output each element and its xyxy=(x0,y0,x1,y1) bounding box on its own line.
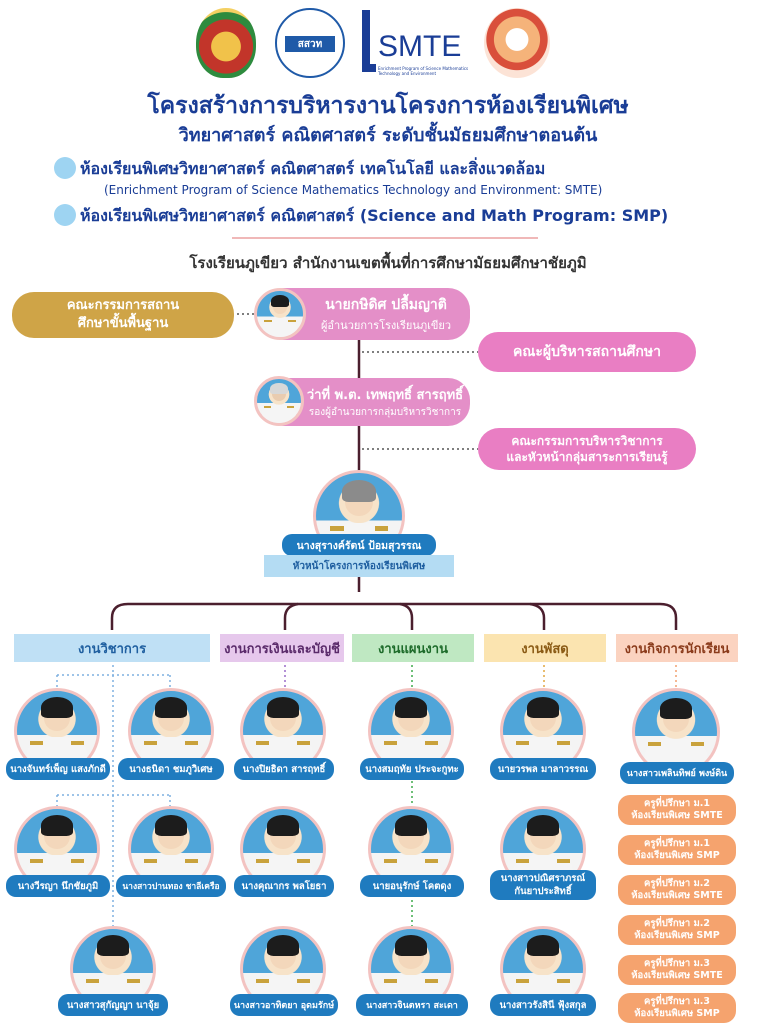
main-title-line2: วิทยาศาสตร์ คณิตศาสตร์ ระดับชั้นมัธยมศึก… xyxy=(178,125,598,146)
advisor-label-line2: ห้องเรียนพิเศษ SMP xyxy=(634,850,720,861)
advisor-label-line1: ครูที่ปรึกษา ม.1 xyxy=(644,798,710,809)
school-administrators-label: คณะผู้บริหารสถานศึกษา xyxy=(513,343,661,360)
school-subtitle: โรงเรียนภูเขียว สำนักงานเขตพื้นที่การศึก… xyxy=(189,254,587,272)
smte-logo-caption: Enrichment Program of Science Mathematic… xyxy=(378,66,469,76)
staff-name-academic-5: นางสาวสุกัญญา นาจุ้ย xyxy=(58,994,168,1016)
smte-logo: SMTE Enrichment Program of Science Mathe… xyxy=(362,10,474,78)
staff-name-planning-2: นายอนุรักษ์ โคตดุง xyxy=(360,875,464,897)
academic-committee-box: คณะกรรมการบริหารวิชาการ และหัวหน้ากลุ่มส… xyxy=(478,428,696,470)
staff-name-planning-1: นางสมฤทัย ประจะกูทะ xyxy=(360,758,464,780)
deputy-name: ว่าที่ พ.ต. เทพฤทธิ์ สารฤทธิ์ xyxy=(306,388,464,403)
program-head-name: นางสุรางค์รัตน์ ป้อมสุวรรณ xyxy=(282,534,436,556)
staff-name-supply-2: นางสาวปณิศราภรณ์ กันยาประสิทธิ์ xyxy=(490,870,596,900)
director-role: ผู้อำนวยการโรงเรียนภูเขียว xyxy=(320,319,452,332)
director-photo xyxy=(254,288,306,340)
staff-name-supply-2-line2: กันยาประสิทธิ์ xyxy=(514,886,572,897)
staff-name-supply-1: นายวรพล มาลาวรรณ xyxy=(490,758,596,780)
staff-name-finance-2: นางคุณากร พลโยธา xyxy=(234,875,334,897)
title-divider xyxy=(232,237,538,239)
staff-name-academic-1: นางจันทร์เพ็ญ แสงภักดี xyxy=(6,758,110,780)
dept-supply: งานพัสดุ xyxy=(484,634,606,662)
dept-student-affairs: งานกิจการนักเรียน xyxy=(616,634,738,662)
advisor-label-line1: ครูที่ปรึกษา ม.2 xyxy=(644,918,710,929)
staff-name-finance-1: นางปิยธิดา สารฤทธิ์ xyxy=(234,758,334,780)
staff-name-planning-3: นางสาวจินตหรา สะเดา xyxy=(356,994,468,1016)
advisor-label-line2: ห้องเรียนพิเศษ SMTE xyxy=(631,890,723,901)
program2-title: ห้องเรียนพิเศษวิทยาศาสตร์ คณิตศาสตร์ (Sc… xyxy=(80,206,669,225)
staff-name-academic-4: นางสาวปานทอง ชาลีเครือ xyxy=(116,875,226,897)
deputy-photo xyxy=(254,376,304,426)
smte-logo-text: SMTE xyxy=(378,30,462,63)
school-emblem-logo xyxy=(484,8,550,78)
program1-bullet-icon xyxy=(54,157,76,179)
advisor-label-line2: ห้องเรียนพิเศษ SMTE xyxy=(631,970,723,981)
advisor-label-line1: ครูที่ปรึกษา ม.3 xyxy=(644,996,710,1007)
deputy-role: รองผู้อำนวยการกลุ่มบริหารวิชาการ xyxy=(308,407,462,418)
dept-academic: งานวิชาการ xyxy=(14,634,210,662)
advisor-label-line1: ครูที่ปรึกษา ม.1 xyxy=(644,838,710,849)
advisor-label-line1: ครูที่ปรึกษา ม.2 xyxy=(644,878,710,889)
obec-emblem-logo xyxy=(196,8,256,78)
program1-subtitle: (Enrichment Program of Science Mathemati… xyxy=(104,183,603,197)
advisor-label-line2: ห้องเรียนพิเศษ SMP xyxy=(634,1008,720,1019)
basic-education-board-box: คณะกรรมการสถาน ศึกษาขั้นพื้นฐาน xyxy=(12,292,234,338)
program-head-role: หัวหน้าโครงการห้องเรียนพิเศษ xyxy=(264,555,454,577)
staff-name-student-affairs-1: นางสาวเพลินทิพย์ พงษ์ดิน xyxy=(620,762,734,784)
staff-name-supply-2-line1: นางสาวปณิศราภรณ์ xyxy=(500,873,586,884)
program1-title: ห้องเรียนพิเศษวิทยาศาสตร์ คณิตศาสตร์ เทค… xyxy=(80,159,546,178)
dept-finance: งานการเงินและบัญชี xyxy=(220,634,344,662)
board-label-line1: คณะกรรมการสถาน xyxy=(66,298,180,313)
advisor-label-line2: ห้องเรียนพิเศษ SMTE xyxy=(631,810,723,821)
program2-bullet-icon xyxy=(54,204,76,226)
board-label-line2: ศึกษาขั้นพื้นฐาน xyxy=(77,316,169,331)
ipst-logo-text: สสวท xyxy=(285,36,335,52)
academic-committee-line1: คณะกรรมการบริหารวิชาการ xyxy=(511,434,663,448)
staff-name-academic-3: นางวีรญา นึกชัยภูมิ xyxy=(6,875,110,897)
director-name: นายกษิดิศ ปลื้มญาติ xyxy=(325,297,447,313)
staff-name-supply-3: นางสาวรังสินี ฟุ้งสกุล xyxy=(490,994,596,1016)
advisor-label-line2: ห้องเรียนพิเศษ SMP xyxy=(634,930,720,941)
academic-committee-line2: และหัวหน้ากลุ่มสาระการเรียนรู้ xyxy=(506,450,668,464)
staff-name-finance-3: นางสาวอาทิตยา อุดมรักษ์ xyxy=(230,994,338,1016)
ipst-logo: สสวท xyxy=(275,8,345,78)
dept-planning: งานแผนงาน xyxy=(352,634,474,662)
school-administrators-box: คณะผู้บริหารสถานศึกษา xyxy=(478,332,696,372)
staff-name-academic-2: นางธนิดา ชมภูวิเศษ xyxy=(118,758,224,780)
main-title-line1: โครงสร้างการบริหารงานโครงการห้องเรียนพิเ… xyxy=(147,93,629,119)
advisor-label-line1: ครูที่ปรึกษา ม.3 xyxy=(644,958,710,969)
